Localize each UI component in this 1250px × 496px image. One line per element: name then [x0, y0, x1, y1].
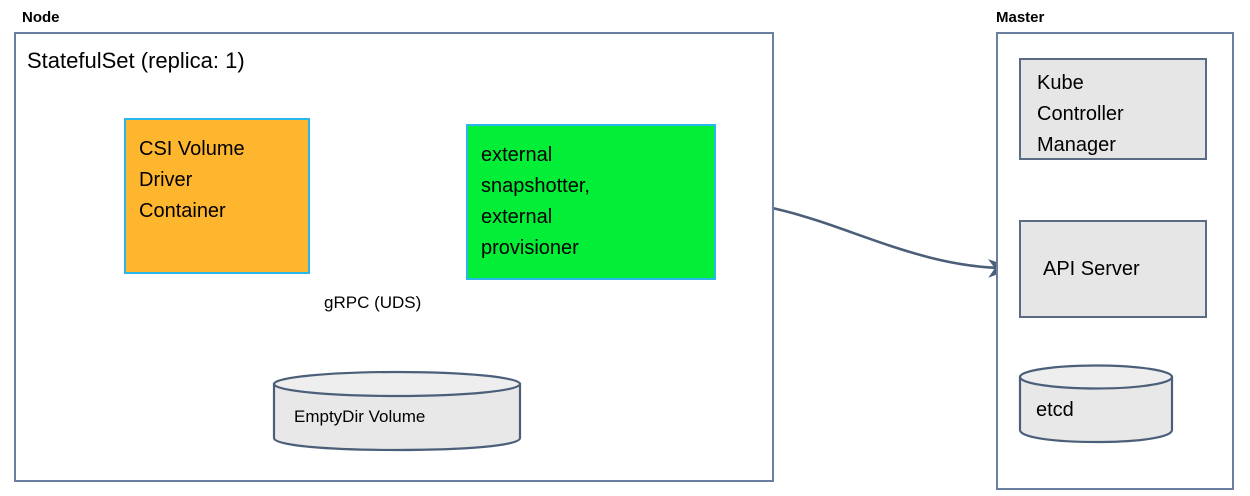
master-section-label: Master — [996, 9, 1045, 26]
statefulset-title: StatefulSet (replica: 1) — [27, 48, 245, 73]
external-line-2: snapshotter, — [481, 175, 590, 197]
api-server-box[interactable]: API Server — [1019, 220, 1207, 318]
kcm-line-3: Manager — [1037, 134, 1116, 156]
etcd-label: etcd — [1036, 399, 1074, 421]
kube-controller-manager-box[interactable]: Kube Controller Manager — [1019, 58, 1207, 160]
kcm-line-2: Controller — [1037, 103, 1124, 125]
emptydir-volume-label: EmptyDir Volume — [294, 407, 426, 426]
external-sidecars-box[interactable]: external snapshotter, external provision… — [466, 124, 716, 280]
emptydir-volume-cylinder[interactable]: EmptyDir Volume — [272, 370, 522, 452]
external-line-4: provisioner — [481, 237, 579, 259]
csi-driver-line-3: Container — [139, 200, 226, 222]
api-server-label: API Server — [1043, 257, 1140, 280]
external-line-3: external — [481, 206, 553, 228]
etcd-cylinder[interactable]: etcd — [1018, 364, 1174, 444]
csi-driver-line-2: Driver — [139, 169, 193, 191]
grpc-uds-edge-label: gRPC (UDS) — [324, 293, 422, 312]
csi-driver-line-1: CSI Volume — [139, 138, 245, 160]
kcm-line-1: Kube — [1037, 72, 1084, 94]
external-line-1: external — [481, 144, 553, 166]
node-section-label: Node — [22, 9, 60, 26]
csi-volume-driver-container-box[interactable]: CSI Volume Driver Container — [124, 118, 310, 274]
